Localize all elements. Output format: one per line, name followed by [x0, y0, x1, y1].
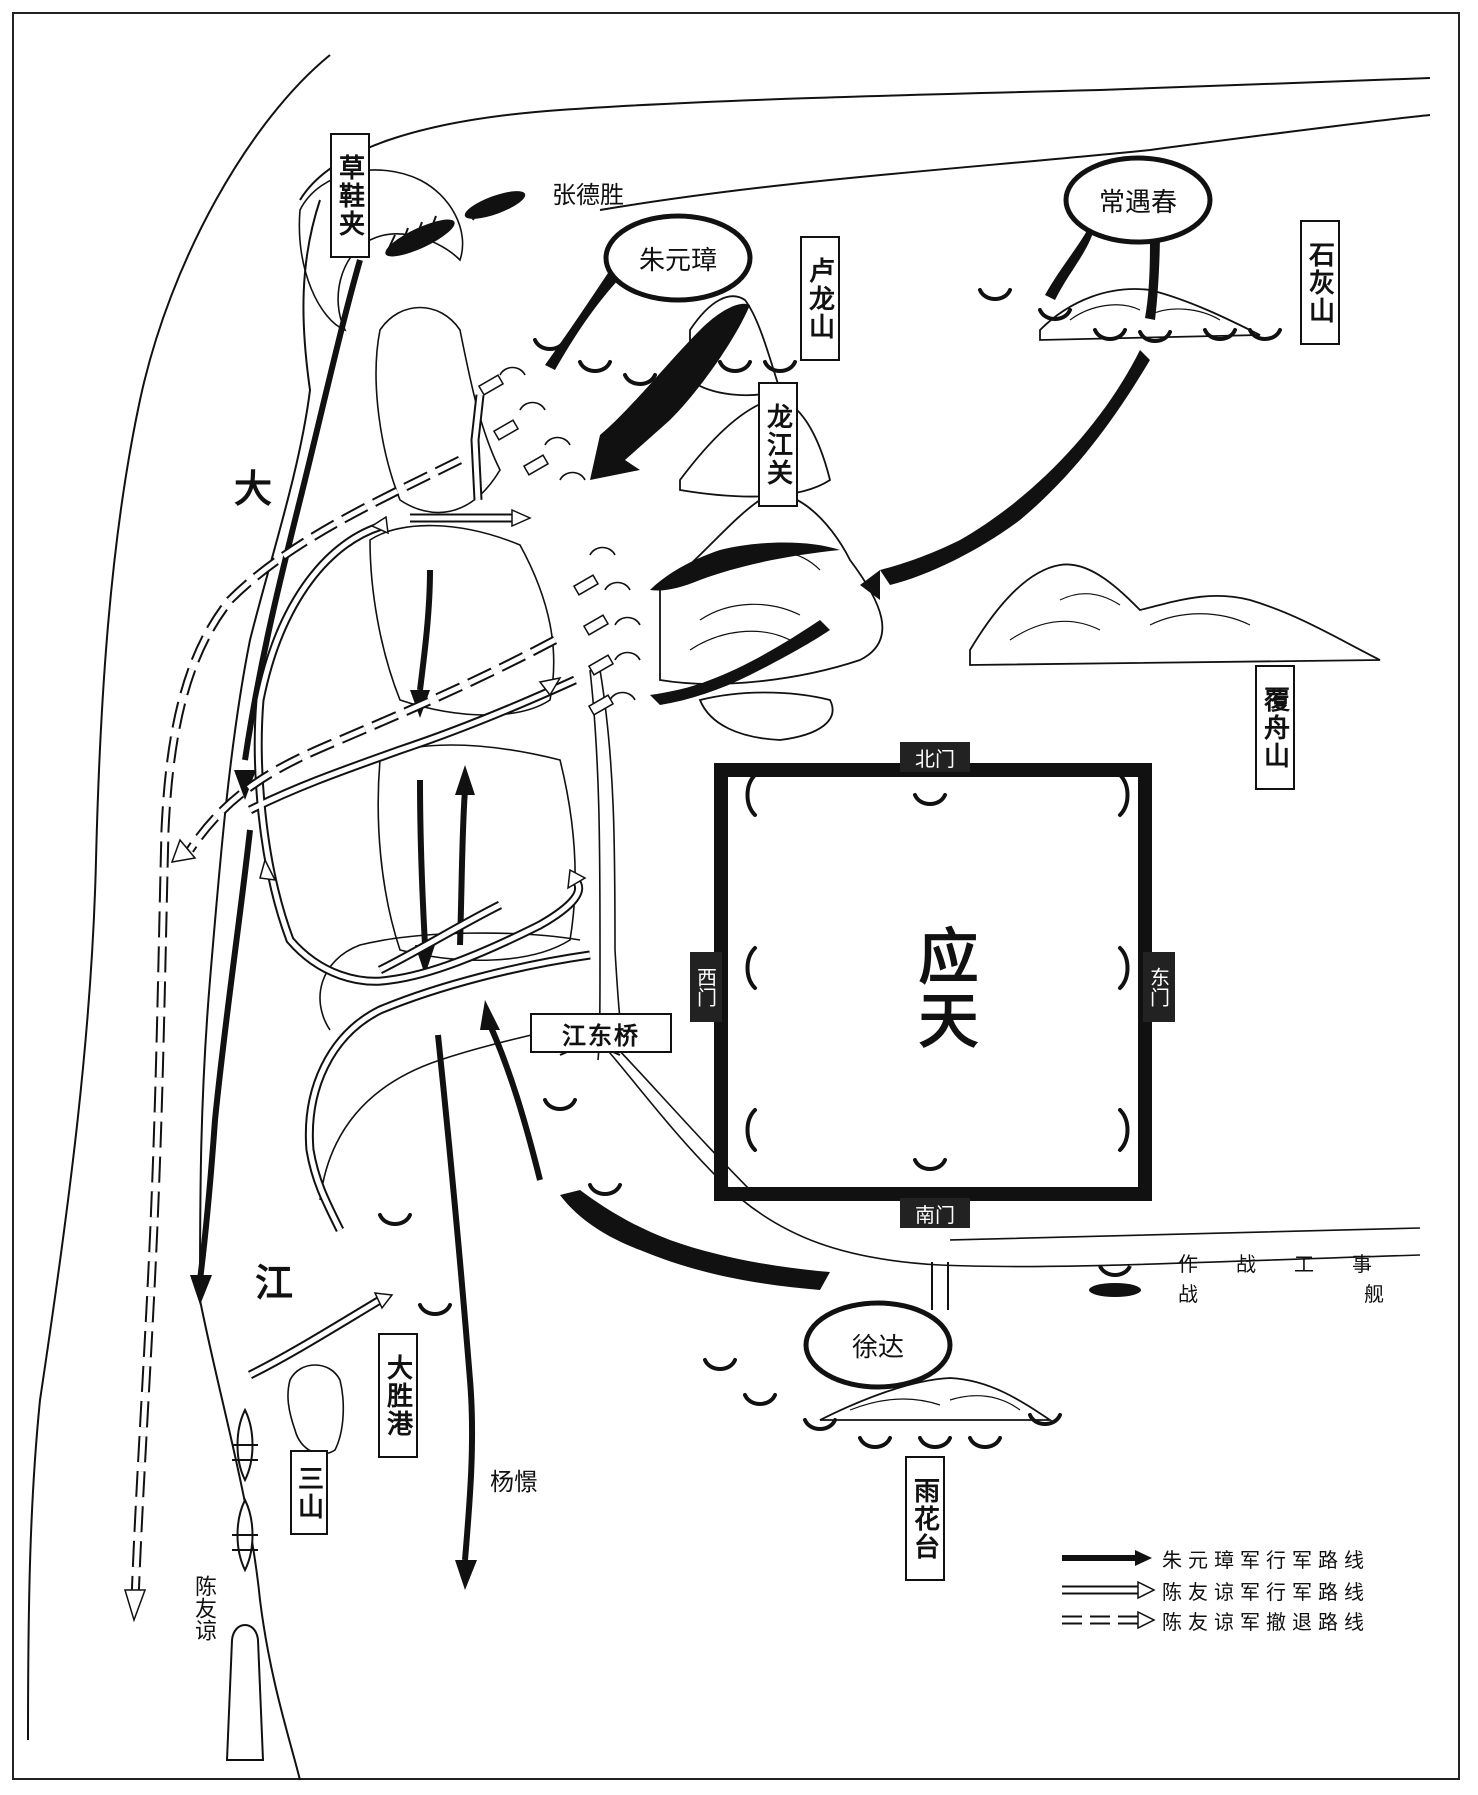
- label-fuzhoushan: 覆舟山: [1255, 665, 1295, 790]
- legend-chen-route-text: 陈友谅军行军路线: [1162, 1579, 1370, 1604]
- legend-warship: 战舰: [1178, 1282, 1384, 1306]
- enemy-boats: [477, 374, 615, 716]
- chen-routes-inner: [248, 394, 591, 1378]
- label-zhang-desheng: 张德胜: [552, 181, 624, 209]
- commander-xu-da: 徐达: [851, 1332, 904, 1363]
- attack-wedges: [545, 225, 1160, 1290]
- city-name: 应天: [908, 925, 978, 1053]
- commander-zhu-yuanzhang: 朱元璋: [638, 245, 717, 276]
- fortifications-outline: [499, 366, 641, 701]
- chen-arrowheads: [259, 508, 587, 1310]
- river-label-jiang: 江: [255, 1261, 294, 1305]
- label-chen-youliang: 陈友谅: [191, 1575, 216, 1641]
- label-sanshan: 三山: [290, 1450, 328, 1535]
- gate-south: 南门: [900, 1198, 970, 1228]
- label-shihuishan: 石灰山: [1300, 220, 1340, 345]
- label-yuhuatai: 雨花台: [905, 1456, 945, 1581]
- legend-zhu-route-text: 朱元璋军行军路线: [1162, 1547, 1370, 1572]
- label-dashenggang: 大胜港: [378, 1333, 418, 1458]
- zhu-arrowheads: [190, 690, 500, 1590]
- label-lulongshan: 卢龙山: [800, 236, 840, 361]
- gate-north: 北门: [900, 742, 970, 772]
- label-yang-jing: 杨憬: [490, 1468, 538, 1496]
- gate-west: 西门: [690, 952, 722, 1022]
- gate-east: 东门: [1143, 952, 1175, 1022]
- chen-fleet: [225, 1407, 265, 1761]
- label-caoxiejia: 草鞋夹: [330, 133, 370, 258]
- label-longjiangguan: 龙江关: [758, 382, 798, 507]
- commander-ovals: [603, 155, 1213, 1390]
- zhu-routes: [197, 259, 543, 1561]
- map-frame: [12, 12, 1460, 1780]
- commander-chang-yuchun: 常遇春: [1098, 187, 1177, 218]
- retreat-arrowheads: [123, 838, 197, 1623]
- river-banks: [27, 54, 1431, 1781]
- legend-symbols: [1062, 1264, 1156, 1630]
- legend-chen-retreat-text: 陈友谅军撤退路线: [1162, 1609, 1370, 1634]
- legend-chen-route: 陈友谅军行军路线: [1062, 1575, 1370, 1605]
- zhang-ships: [385, 191, 526, 257]
- legend-chen-retreat: 陈友谅军撤退路线: [1062, 1605, 1370, 1635]
- legend-fortification: 作战工事: [1178, 1252, 1410, 1276]
- label-jiangdongqiao: 江东桥: [530, 1013, 672, 1053]
- zhang-ship-oars: [387, 194, 507, 251]
- chen-retreat-inner: [132, 457, 557, 1601]
- legend-zhu-route: 朱元璋军行军路线: [1062, 1543, 1370, 1573]
- river-label-da: 大: [234, 467, 273, 511]
